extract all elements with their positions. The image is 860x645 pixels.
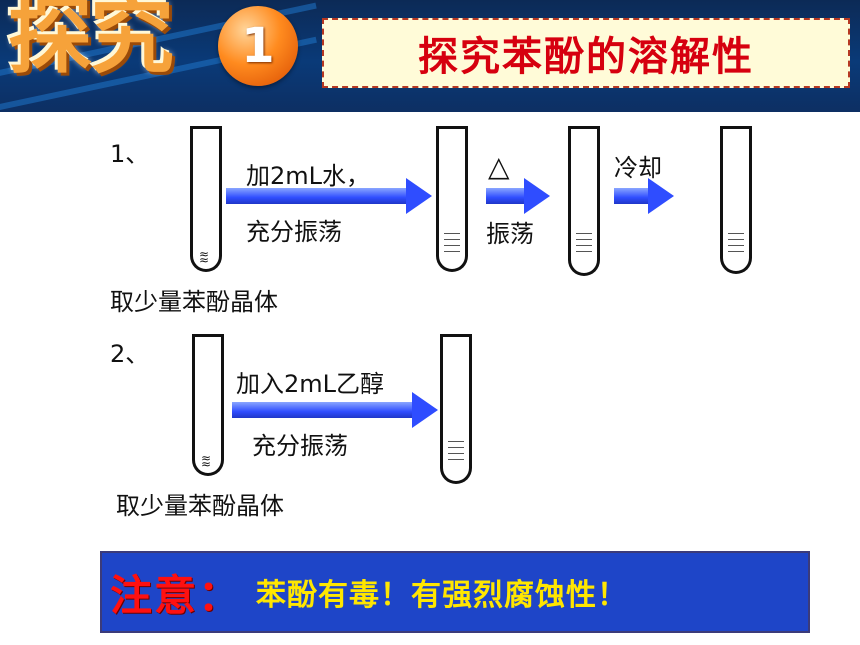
test-tube-water <box>436 126 468 272</box>
note-text: 苯酚有毒！有强烈腐蚀性！ <box>256 578 629 613</box>
test-tube-cooled <box>720 126 752 274</box>
start-label-1: 取少量苯酚晶体 <box>110 288 278 316</box>
crystals-icon: ≈≈ <box>201 451 212 471</box>
header-banner: 探究 1 探究苯酚的溶解性 <box>0 0 860 112</box>
page-title: 探究苯酚的溶解性 <box>418 34 754 80</box>
start-label-2: 取少量苯酚晶体 <box>116 492 284 520</box>
arrow-right-icon <box>486 178 550 214</box>
arrow1-line1: 加2mL水， <box>246 162 371 190</box>
arrow-right-icon <box>226 178 432 214</box>
test-tube-crystals-2: ≈≈ <box>192 334 224 476</box>
arrow-right-icon <box>614 178 674 214</box>
crystals-icon: ≈≈ <box>199 247 210 267</box>
test-tube-heated <box>568 126 600 276</box>
badge-number: 1 <box>218 6 298 86</box>
arrow-line1-2: 加入2mL乙醇 <box>236 370 385 398</box>
test-tube-ethanol <box>440 334 472 484</box>
title-box: 探究苯酚的溶解性 <box>322 18 850 88</box>
arrow1-line2: 充分振荡 <box>246 218 342 246</box>
badge-word: 探究 <box>8 0 174 85</box>
heat-symbol-icon: △ <box>488 150 510 183</box>
arrow3-label: 冷却 <box>614 154 662 182</box>
note-heading: 注意： <box>110 570 243 620</box>
test-tube-crystals: ≈≈ <box>190 126 222 272</box>
arrow-line2-2: 充分振荡 <box>252 432 348 460</box>
step-number-1: 1、 <box>110 140 150 168</box>
step-number-2: 2、 <box>110 340 150 368</box>
arrow2-label: 振荡 <box>486 220 534 248</box>
safety-note: 注意： 苯酚有毒！有强烈腐蚀性！ <box>100 551 810 633</box>
arrow-right-icon <box>232 392 438 428</box>
